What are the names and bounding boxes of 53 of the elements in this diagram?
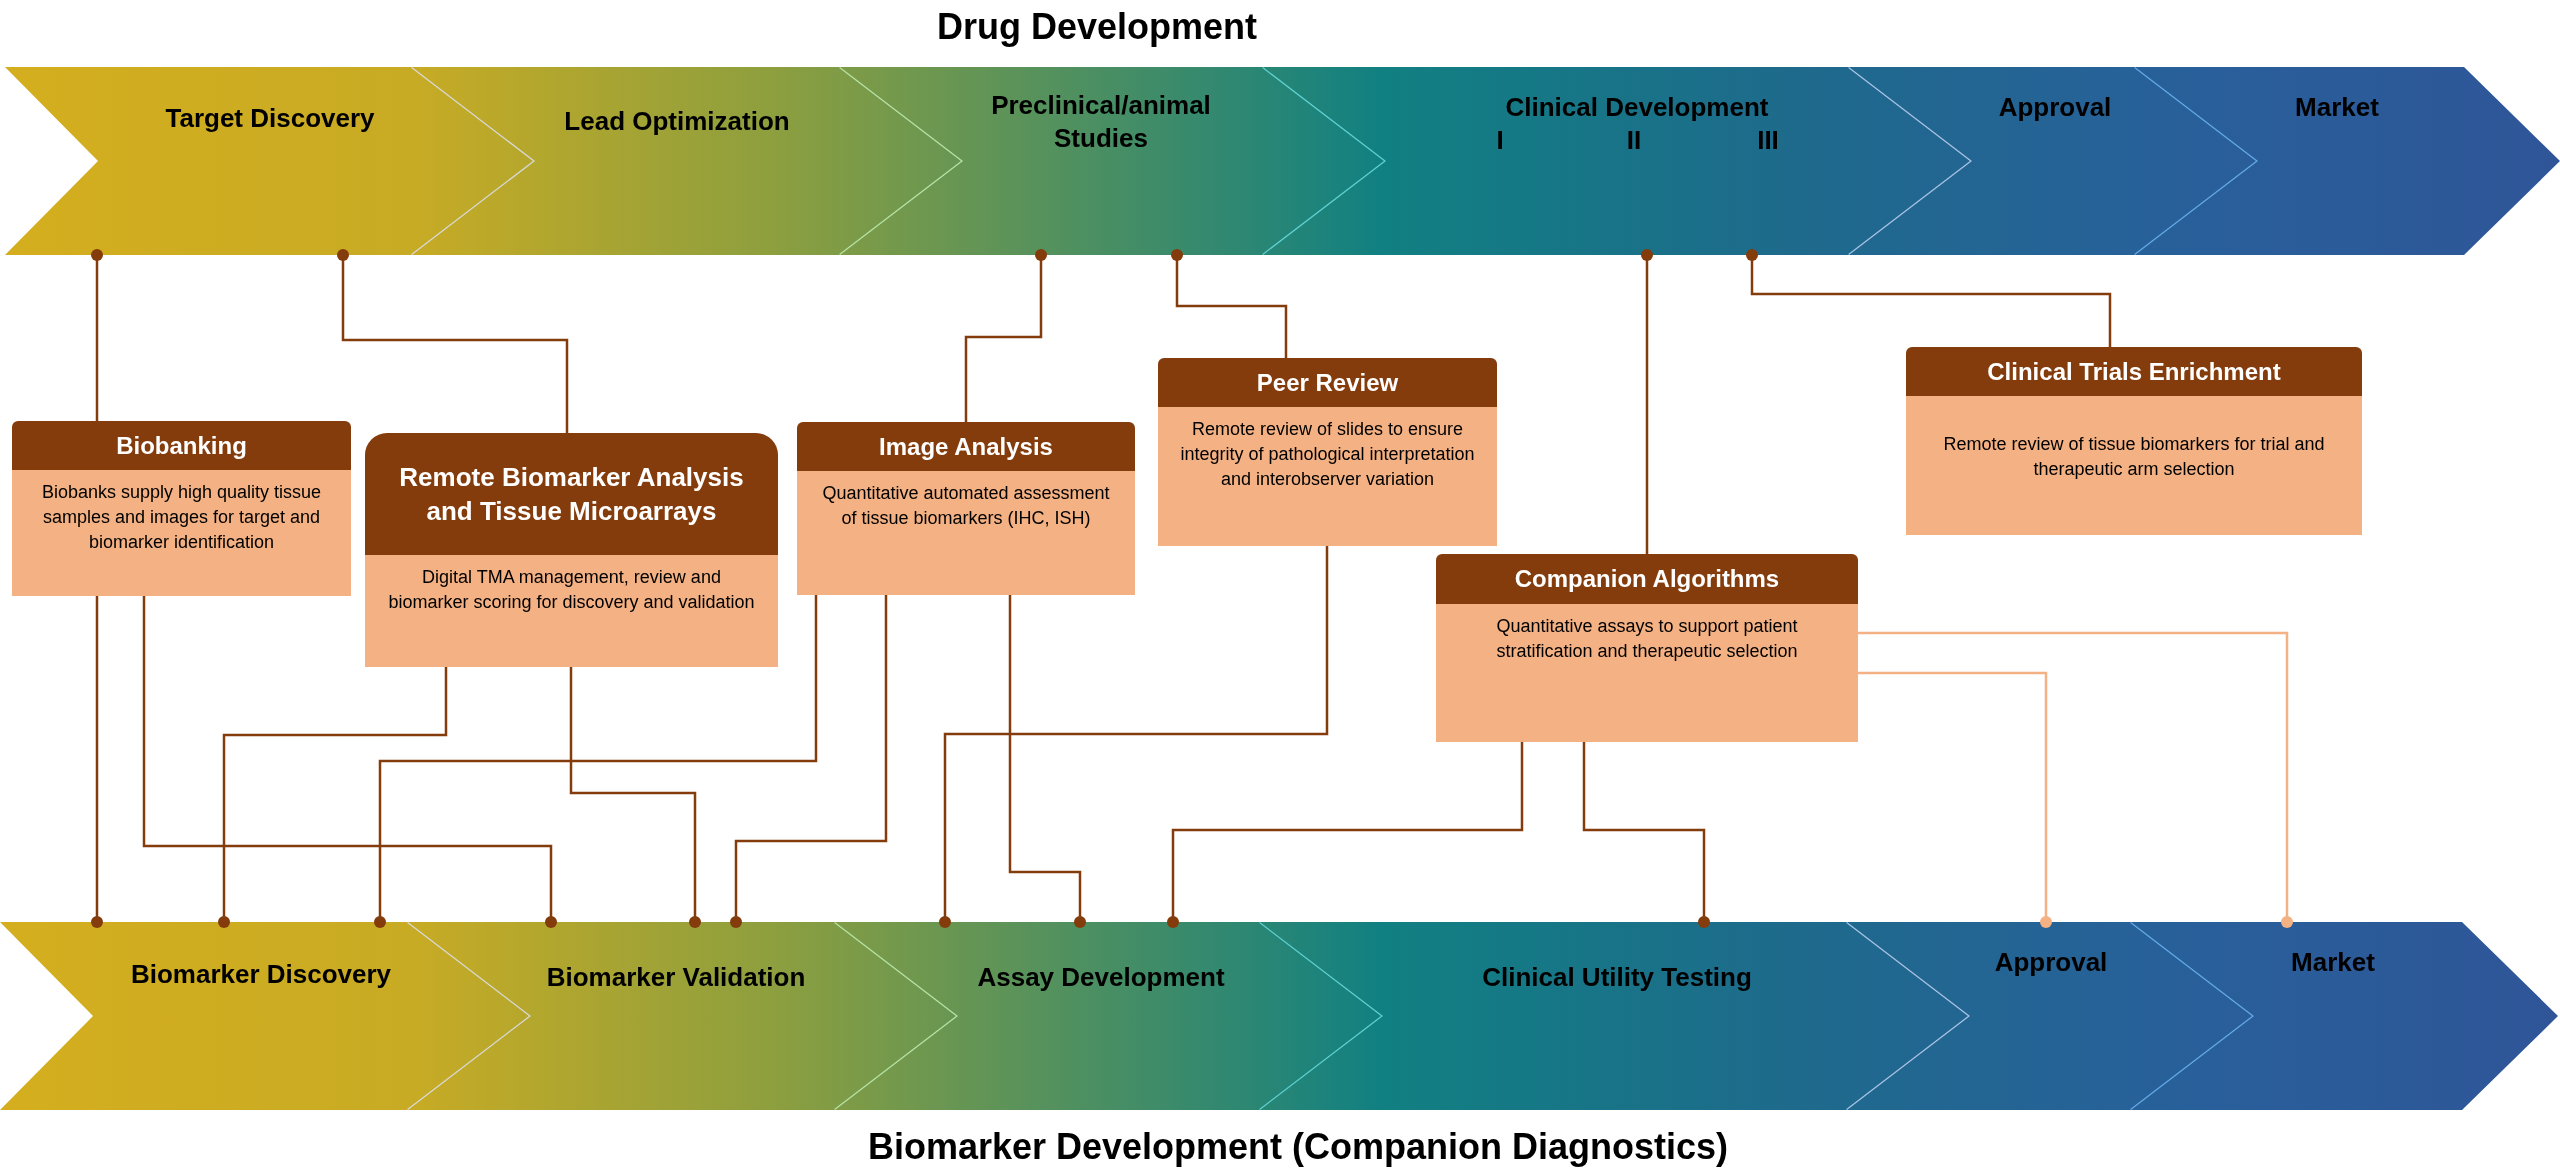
- connector-line: [337, 249, 569, 433]
- info-card: [1906, 347, 2362, 535]
- stage-label: Lead Optimization: [564, 105, 790, 138]
- card-body: Remote review of tissue biomarkers for trial and therapeutic arm selection: [1906, 396, 2362, 535]
- connector-line: [964, 249, 1047, 422]
- connector-line: [1008, 595, 1086, 928]
- connector-line: [939, 546, 1329, 928]
- card-body: Biobanks supply high quality tissue samples and images for target and biomarker identification: [12, 470, 351, 596]
- stage-label: Clinical Utility Testing: [1482, 961, 1752, 994]
- stage-label: III: [1757, 124, 1779, 157]
- info-card: [365, 433, 778, 667]
- info-card: [1158, 358, 1497, 546]
- card-header: Companion Algorithms: [1436, 554, 1858, 604]
- connector-line: [218, 667, 448, 928]
- info-card: [1436, 554, 1858, 742]
- connector-line: [91, 249, 103, 421]
- connector-line: [730, 595, 888, 928]
- connector-line: [142, 596, 557, 928]
- card-header: Remote Biomarker Analysis and Tissue Microarrays: [365, 433, 778, 555]
- card-body: Quantitative assays to support patient stratification and therapeutic selection: [1436, 604, 1858, 742]
- card-header: Image Analysis: [797, 422, 1135, 471]
- stage-label: Biomarker Discovery: [130, 958, 392, 991]
- card-header: Clinical Trials Enrichment: [1906, 347, 2362, 396]
- card-body: Quantitative automated assessment of tissue biomarkers (IHC, ISH): [797, 471, 1135, 595]
- card-body: Digital TMA management, review and biomarker scoring for discovery and validation: [365, 555, 778, 667]
- stage-label: Approval: [1998, 91, 2112, 124]
- stage-label: Clinical Development: [1505, 91, 1769, 124]
- connector-line: [1746, 249, 2112, 347]
- stage-label: Market: [2295, 91, 2379, 124]
- connector-line: [91, 596, 103, 928]
- info-card: [797, 422, 1135, 595]
- stage-label: Assay Development: [977, 961, 1225, 994]
- stage-label: Market: [2291, 946, 2375, 979]
- stage-label: Biomarker Validation: [546, 961, 806, 994]
- connector-line: [1167, 742, 1524, 928]
- diagram-title: Drug Development: [937, 5, 1257, 49]
- connector-line: [1582, 742, 1710, 928]
- stage-label: Approval: [1994, 946, 2108, 979]
- stage-label: I: [1496, 124, 1504, 157]
- card-header: Biobanking: [12, 421, 351, 470]
- connector-line: [1858, 631, 2293, 928]
- connector-line: [1858, 671, 2052, 928]
- stage-label: Target Discovery: [165, 102, 375, 135]
- card-header: Peer Review: [1158, 358, 1497, 407]
- stage-label: Preclinical/animal Studies: [990, 89, 1212, 155]
- band-heading: Biomarker Development (Companion Diagnostics): [867, 1125, 1729, 1169]
- card-body: Remote review of slides to ensure integrity of pathological interpretation and interobserver variation: [1158, 407, 1497, 546]
- connector-line: [569, 667, 701, 928]
- connector-line: [1171, 249, 1288, 358]
- connector-line: [374, 595, 818, 928]
- connector-line: [1641, 249, 1653, 554]
- info-card: [12, 421, 351, 596]
- stage-label: II: [1626, 124, 1642, 157]
